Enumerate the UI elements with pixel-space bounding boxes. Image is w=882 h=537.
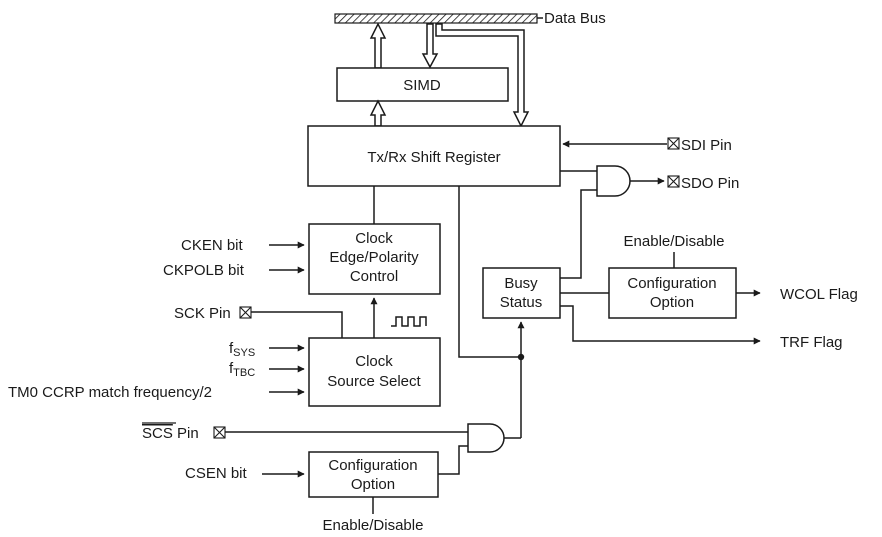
csen-bit-label: CSEN bit: [185, 465, 248, 482]
fsys-label: fSYS: [229, 340, 255, 359]
sdi-pin-icon: [667, 137, 680, 150]
simd-label: SIMD: [403, 77, 441, 94]
shift-register-block: [307, 125, 561, 187]
trf-flag-label: TRF Flag: [780, 334, 843, 351]
clock-source-label-2: Source Select: [327, 373, 421, 390]
busy-status-label-1: Busy: [504, 275, 538, 292]
bus-to-shift-register-arrow: [435, 23, 530, 128]
config-option-right-block: [608, 267, 737, 319]
simd-to-bus-arrow: [369, 22, 387, 69]
config-option-bottom-label-2: Option: [351, 476, 395, 493]
clock-edge-label-3: Control: [350, 268, 398, 285]
clock-edge-label-2: Edge/Polarity: [329, 249, 419, 266]
sdo-and-gate: [596, 165, 631, 197]
enable-disable-bottom-label: Enable/Disable: [323, 517, 424, 534]
bus-to-simd-arrow: [421, 23, 439, 69]
sck-pin-icon: [239, 306, 252, 319]
clock-source-label-1: Clock: [355, 353, 393, 370]
simd-block: [336, 67, 509, 102]
clock-waveform-icon: [391, 316, 427, 327]
clock-source-select-block: [308, 337, 441, 407]
scs-and-gate: [467, 423, 505, 453]
tm0-ccrp-label: TM0 CCRP match frequency/2: [8, 384, 212, 401]
shift-register-to-simd-arrow: [369, 99, 387, 127]
busy-status-block: [482, 267, 561, 319]
shift-register-label: Tx/Rx Shift Register: [367, 149, 500, 166]
scs-pin-icon: [213, 426, 226, 439]
sdo-pin-label: SDO Pin: [681, 175, 739, 192]
wcol-flag-label: WCOL Flag: [780, 286, 858, 303]
data-bus-label: Data Bus: [544, 10, 606, 27]
sdo-pin-icon: [667, 175, 680, 188]
config-option-bottom-label-1: Configuration: [328, 457, 417, 474]
sck-pin-label: SCK Pin: [174, 305, 231, 322]
clock-edge-label-1: Clock: [355, 230, 393, 247]
sdi-pin-label: SDI Pin: [681, 137, 732, 154]
cken-bit-label: CKEN bit: [181, 237, 244, 254]
busy-status-label-2: Status: [500, 294, 543, 311]
ckpolb-bit-label: CKPOLB bit: [163, 262, 245, 279]
data-bus: [334, 13, 538, 24]
config-option-right-label-2: Option: [650, 294, 694, 311]
enable-disable-right-label: Enable/Disable: [624, 233, 725, 250]
scs-pin-label: SCS Pin: [142, 425, 199, 442]
config-option-right-label-1: Configuration: [627, 275, 716, 292]
ftbc-label: fTBC: [229, 360, 255, 379]
